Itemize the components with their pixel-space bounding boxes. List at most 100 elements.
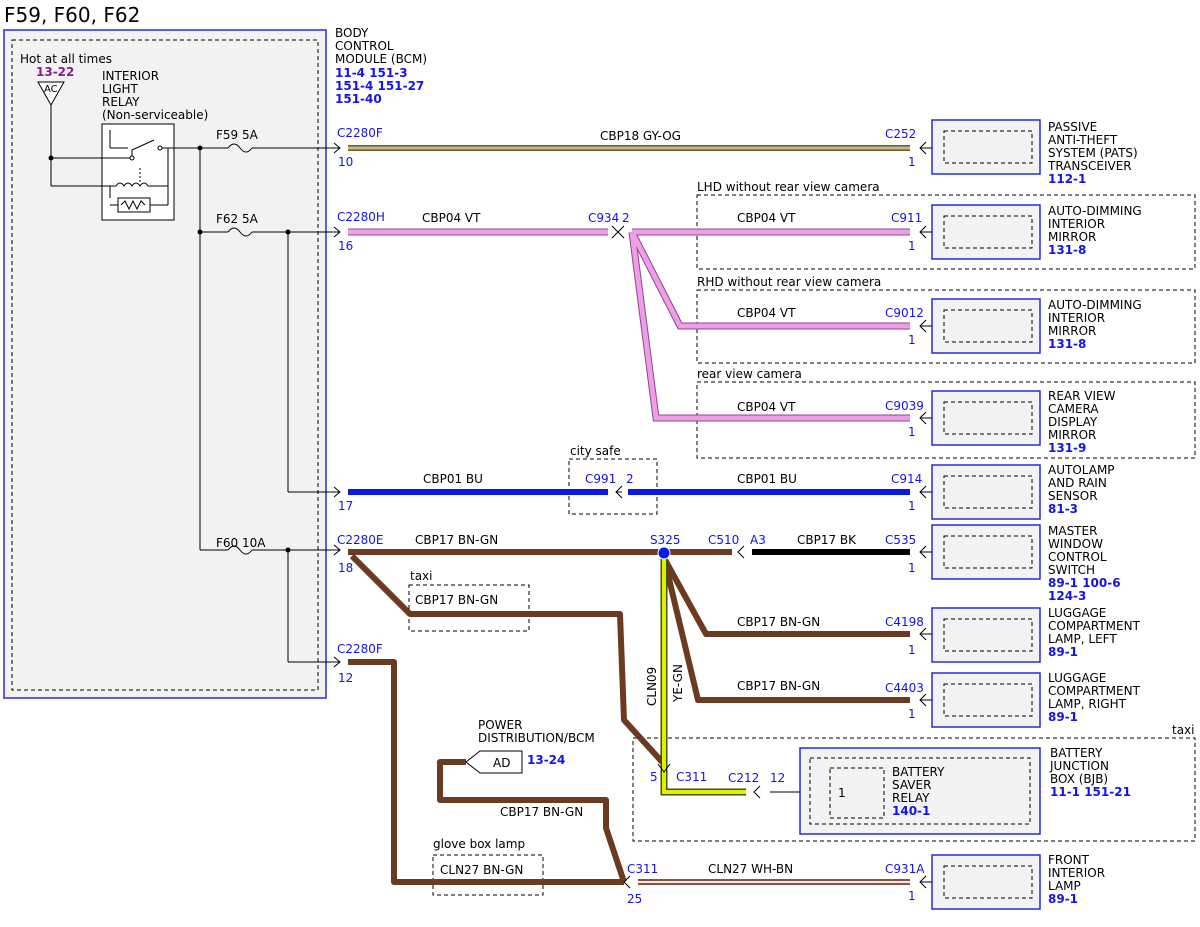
svg-text:BODY: BODY: [335, 26, 369, 40]
connector-c212-pin: 12: [770, 771, 785, 785]
bcm-label: BODY CONTROL MODULE (BCM) 11-4 151-3 151…: [335, 26, 427, 106]
connector-c510: C510: [708, 533, 739, 547]
svg-text:RELAY: RELAY: [892, 791, 930, 805]
svg-text:CONTROL: CONTROL: [335, 39, 394, 53]
svg-text:INTERIOR: INTERIOR: [1048, 311, 1105, 325]
interior-light-relay: [101, 123, 175, 221]
component-pats: C252 1 PASSIVE ANTI-THEFT SYSTEM (PATS) …: [885, 119, 1138, 186]
svg-text:151-40: 151-40: [335, 92, 382, 106]
wire-cln09-label: CLN09: [645, 667, 659, 706]
svg-text:81-3: 81-3: [1048, 502, 1078, 516]
connector-c311-bottom: C311: [627, 862, 658, 876]
fuse-f60-label: F60 10A: [216, 536, 266, 550]
svg-text:131-9: 131-9: [1048, 441, 1086, 455]
svg-text:ANTI-THEFT: ANTI-THEFT: [1048, 133, 1118, 147]
connector-c510-pin: A3: [750, 533, 766, 547]
group-taxi-1-label: taxi: [410, 569, 433, 583]
svg-text:LUGGAGE: LUGGAGE: [1048, 671, 1106, 685]
connector-c311-bottom-symbol: [623, 875, 631, 889]
power-distribution-ref: 13-24: [527, 753, 565, 767]
svg-text:CAMERA: CAMERA: [1048, 402, 1099, 416]
svg-text:MASTER: MASTER: [1048, 524, 1097, 538]
pin-10: 10: [338, 155, 353, 169]
svg-text:BATTERY: BATTERY: [1050, 746, 1103, 760]
svg-text:1: 1: [908, 561, 916, 575]
power-distribution-label: POWER DISTRIBUTION/BCM: [478, 718, 595, 745]
svg-text:LAMP, RIGHT: LAMP, RIGHT: [1048, 697, 1127, 711]
connector-c991: C991: [585, 472, 616, 486]
page-title: F59, F60, F62: [4, 3, 140, 27]
svg-text:BATTERY: BATTERY: [892, 765, 945, 779]
connector-c311-mid: C311: [676, 770, 707, 784]
svg-text:89-1: 89-1: [1048, 710, 1078, 724]
svg-text:89-1: 89-1: [1048, 645, 1078, 659]
pin-18: 18: [338, 561, 353, 575]
wire-cbp04-label: CBP04 VT: [737, 306, 796, 320]
wire-cbp17-label: CBP17 BN-GN: [500, 805, 583, 819]
group-taxi-2: [632, 737, 1196, 842]
svg-text:1: 1: [908, 239, 916, 253]
connector-c2280h: C2280H: [337, 210, 385, 224]
splice-s325-label: S325: [650, 533, 681, 547]
svg-text:11-4 151-3: 11-4 151-3: [335, 66, 408, 80]
interior-light-relay-label: INTERIOR LIGHT RELAY (Non-serviceable): [102, 69, 208, 122]
svg-text:1: 1: [908, 425, 916, 439]
svg-text:89-1 100-6: 89-1 100-6: [1048, 576, 1121, 590]
junction-dot: [285, 547, 291, 553]
wire-cbp04-fill: [348, 229, 910, 421]
connector-c510-symbol: [737, 545, 745, 559]
group-city-safe: [568, 458, 658, 515]
junction-dot: [197, 229, 203, 235]
svg-text:151-4 151-27: 151-4 151-27: [335, 79, 424, 93]
wire-cbp04-label: CBP04 VT: [422, 211, 481, 225]
svg-text:SENSOR: SENSOR: [1048, 489, 1098, 503]
svg-text:131-8: 131-8: [1048, 243, 1086, 257]
fuse-f59-label: F59 5A: [216, 128, 259, 142]
component-luggage-lamp-right: C4403 1 LUGGAGE COMPARTMENT LAMP, RIGHT …: [885, 671, 1141, 728]
svg-text:PASSIVE: PASSIVE: [1048, 120, 1097, 134]
ac-source-symbol: [37, 81, 65, 107]
svg-text:C535: C535: [885, 533, 916, 547]
svg-text:REAR VIEW: REAR VIEW: [1048, 389, 1116, 403]
connector-c2280f-top: C2280F: [337, 126, 383, 140]
wire-cbp01-label: CBP01 BU: [423, 472, 483, 486]
connector-c311-mid-pin: 5: [650, 770, 658, 784]
svg-text:124-3: 124-3: [1048, 589, 1086, 603]
svg-text:C4198: C4198: [885, 615, 924, 629]
svg-text:C4403: C4403: [885, 681, 924, 695]
connector-c934-pin: 2: [622, 211, 630, 225]
connector-c2280e: C2280E: [337, 533, 384, 547]
svg-text:BOX (BJB): BOX (BJB): [1050, 772, 1108, 786]
svg-text:DISPLAY: DISPLAY: [1048, 415, 1098, 429]
svg-text:C914: C914: [891, 472, 922, 486]
splice-s325: [657, 546, 671, 560]
group-taxi-1: [408, 584, 530, 632]
svg-text:LUGGAGE: LUGGAGE: [1048, 606, 1106, 620]
component-rear-view-camera-mirror: C9039 1 REAR VIEW CAMERA DISPLAY MIRROR …: [885, 389, 1116, 455]
svg-text:11-1 151-21: 11-1 151-21: [1050, 785, 1131, 799]
connector-c934-symbol: [611, 225, 625, 239]
junction-dot: [197, 145, 203, 151]
svg-text:TRANSCEIVER: TRANSCEIVER: [1047, 159, 1132, 173]
wire-cln09: [662, 558, 746, 794]
svg-text:SAVER: SAVER: [892, 778, 931, 792]
svg-text:C911: C911: [891, 211, 922, 225]
svg-text:C931A: C931A: [885, 862, 925, 876]
svg-text:MIRROR: MIRROR: [1048, 324, 1096, 338]
svg-text:89-1: 89-1: [1048, 892, 1078, 906]
svg-text:MIRROR: MIRROR: [1048, 428, 1096, 442]
svg-text:AUTO-DIMMING: AUTO-DIMMING: [1048, 204, 1142, 218]
power-distribution-ad-symbol: [465, 750, 523, 774]
svg-text:C9012: C9012: [885, 306, 924, 320]
hot-at-all-times-label: Hot at all times: [20, 52, 112, 66]
group-rear-view-camera-label: rear view camera: [697, 367, 802, 381]
connector-c991-pin: 2: [626, 472, 634, 486]
svg-text:(Non-serviceable): (Non-serviceable): [102, 108, 208, 122]
svg-text:MIRROR: MIRROR: [1048, 230, 1096, 244]
wire-cbp17-label: CBP17 BN-GN: [415, 533, 498, 547]
wire-cbp18-label: CBP18 GY-OG: [600, 129, 681, 143]
bcm-connector-arrows: [333, 142, 341, 668]
component-auto-dimming-mirror-lhd: C911 1 AUTO-DIMMING INTERIOR MIRROR 131-…: [891, 204, 1142, 260]
wire-cbp17-label: CBP17 BN-GN: [737, 615, 820, 629]
